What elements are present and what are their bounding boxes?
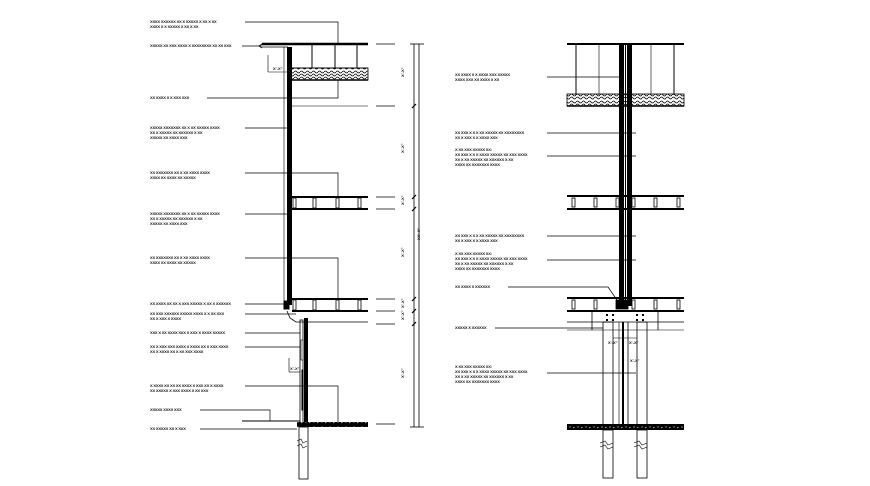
callout-label: XX XXXXX X XXX XXXX X XX XXX	[150, 388, 209, 393]
left-wall-section	[242, 42, 395, 480]
dimension-labels: X'-X" X'-X" X'-X" X'-X" X'-X" X'-X" X'-X…	[400, 67, 421, 378]
callout-label: XX X XX XXXXX XX XXXXXX X XX	[455, 374, 514, 379]
detail-dimension: X'-X"	[630, 358, 640, 363]
callout-label: XX XXX X X X XX XXXXX XX XXXXXXXX	[455, 233, 525, 238]
callout-label: XX XXXXX XX X XXX	[150, 426, 186, 431]
detail-dimension: X'-X"	[608, 340, 618, 345]
callout-label: XX X XXX X XXXX	[150, 316, 181, 321]
callout-label: X XXXX XX XX XX XXXX X XXX XX X XXXX	[150, 383, 224, 388]
callout-label: X XX XXX XXXXX XX:	[455, 364, 492, 369]
callout-label: XX XXXX X XXXXXX	[455, 284, 490, 289]
callout-label: XXXX X X XXXXX X XX X XX	[150, 24, 199, 29]
detail-dimension: X'-X"	[290, 366, 300, 371]
callout-label: XXXXX X XXXXXX	[455, 325, 487, 330]
dimension-label: X'-X"	[400, 368, 405, 378]
dimension-label: X'-X"	[400, 143, 405, 153]
left-callout-labels: XXXX XXXXXX XX X XXXXX X XX X XX XXXX X …	[150, 19, 300, 431]
callout-label: XX X XXXXX XX XXXXXX X XX	[150, 216, 203, 221]
callout-label: XX XXX X X X XX XXXXX XX XXXXXXXX	[455, 130, 525, 135]
callout-label: XXXX XX XXXX XX XXXXX	[150, 175, 196, 180]
callout-label: XX X XXX X X XXXX XXX	[455, 238, 498, 243]
callout-label: XXXXX XXXXXXX XX X XX XXXXX XXXX	[150, 125, 220, 130]
callout-label: XX X XXXXX XX XXXXXX X XX	[150, 130, 203, 135]
callout-label: XXXX XX XXXXXXX XXXX	[455, 266, 500, 271]
callout-label: XXXX XX XXXX XX XXXXX	[150, 260, 196, 265]
callout-label: XX XXXXXXX XX X XX XXXX XXXX	[150, 170, 210, 175]
callout-label: XX X XXXX XX X XX XXX XXXX	[150, 349, 204, 354]
dimension-label: X'-X"	[400, 310, 405, 320]
dimension-chain	[410, 43, 424, 428]
dimension-label: X'-X"	[400, 247, 405, 257]
callout-label: XX X XX XXXXX XX XXXXXX X XX	[455, 157, 514, 162]
callout-label: XX XXXXXXX XX X XX XXXX XXXX	[150, 255, 210, 260]
callout-label: XXXX XX XXXXXXX XXXX	[455, 162, 500, 167]
callout-label: XXXXX XXXXXXX XX X XX XXXXX XXXX	[150, 211, 220, 216]
callout-label: X XX XXX XXXXX XX:	[455, 251, 492, 256]
callout-label: XXXX XXXXXX XX X XXXXX X XX X XX	[150, 19, 217, 24]
callout-label: XXX X XX XXXX XXX X XXX X XXXX XXXXX	[150, 330, 225, 335]
callout-label: XX XXX XXXXXX XXXXX XXXX X X XX XXX	[150, 311, 224, 316]
right-callout-labels: XX XXXX X X XXXX XXX XXXXX XXXX XXX XX X…	[455, 72, 640, 384]
callout-label: XXXXX XX XXXX XXX	[150, 221, 188, 226]
callout-label: X XX XXX XXXXX XX:	[455, 147, 492, 152]
callout-label: XX XXXX X X XXXX XXX XXXXX	[455, 72, 510, 77]
right-leader-lines	[495, 76, 636, 374]
callout-label: XX XXX X X X XXXX XXXXX XX XXX XXXX	[455, 152, 528, 157]
callout-label: XX XXXX X X XXX XXX	[150, 95, 190, 100]
dimension-label: X'-X"	[400, 195, 405, 205]
callout-label: XXXX XX XXXXXXX XXXX	[455, 379, 500, 384]
callout-label: XX X XX XXXXX XX XXXXXX X XX	[455, 261, 514, 266]
dimension-label: X'-X"	[400, 298, 405, 308]
detail-dimension: X'-X"	[629, 340, 639, 345]
callout-label: XX XXX X X X XXXX XXXXX XX XXX XXXX	[455, 369, 528, 374]
callout-label: XX XXXX XX XX X XXX XXXXX X XX X XXXXXX	[150, 301, 231, 306]
dimension-label: X'-X"	[400, 67, 405, 77]
callout-label: XXXXX XX XXXX XXX	[150, 135, 188, 140]
right-wall-section	[566, 43, 685, 479]
overall-dimension-label: XX'-X"	[416, 228, 421, 240]
callout-label: XXXXX XXXX XXX	[150, 407, 182, 412]
callout-label: XX X XXX X X XXXX XXX	[455, 135, 498, 140]
callout-label: XXXX XXX XX XXXX X XX	[455, 77, 500, 82]
detail-dimension: X'-X"	[273, 66, 283, 71]
callout-label: XXXXX XX XXX XXXX X XXXXXXXX XX XX XXX	[150, 43, 232, 48]
callout-label: XX X XXX XXX XXXX X XXXX XX X XXX XXXX	[150, 344, 229, 349]
left-leader-lines	[200, 21, 339, 430]
callout-label: XX XXX X X X XXXX XXXXX XX XXX XXXX	[455, 256, 528, 261]
